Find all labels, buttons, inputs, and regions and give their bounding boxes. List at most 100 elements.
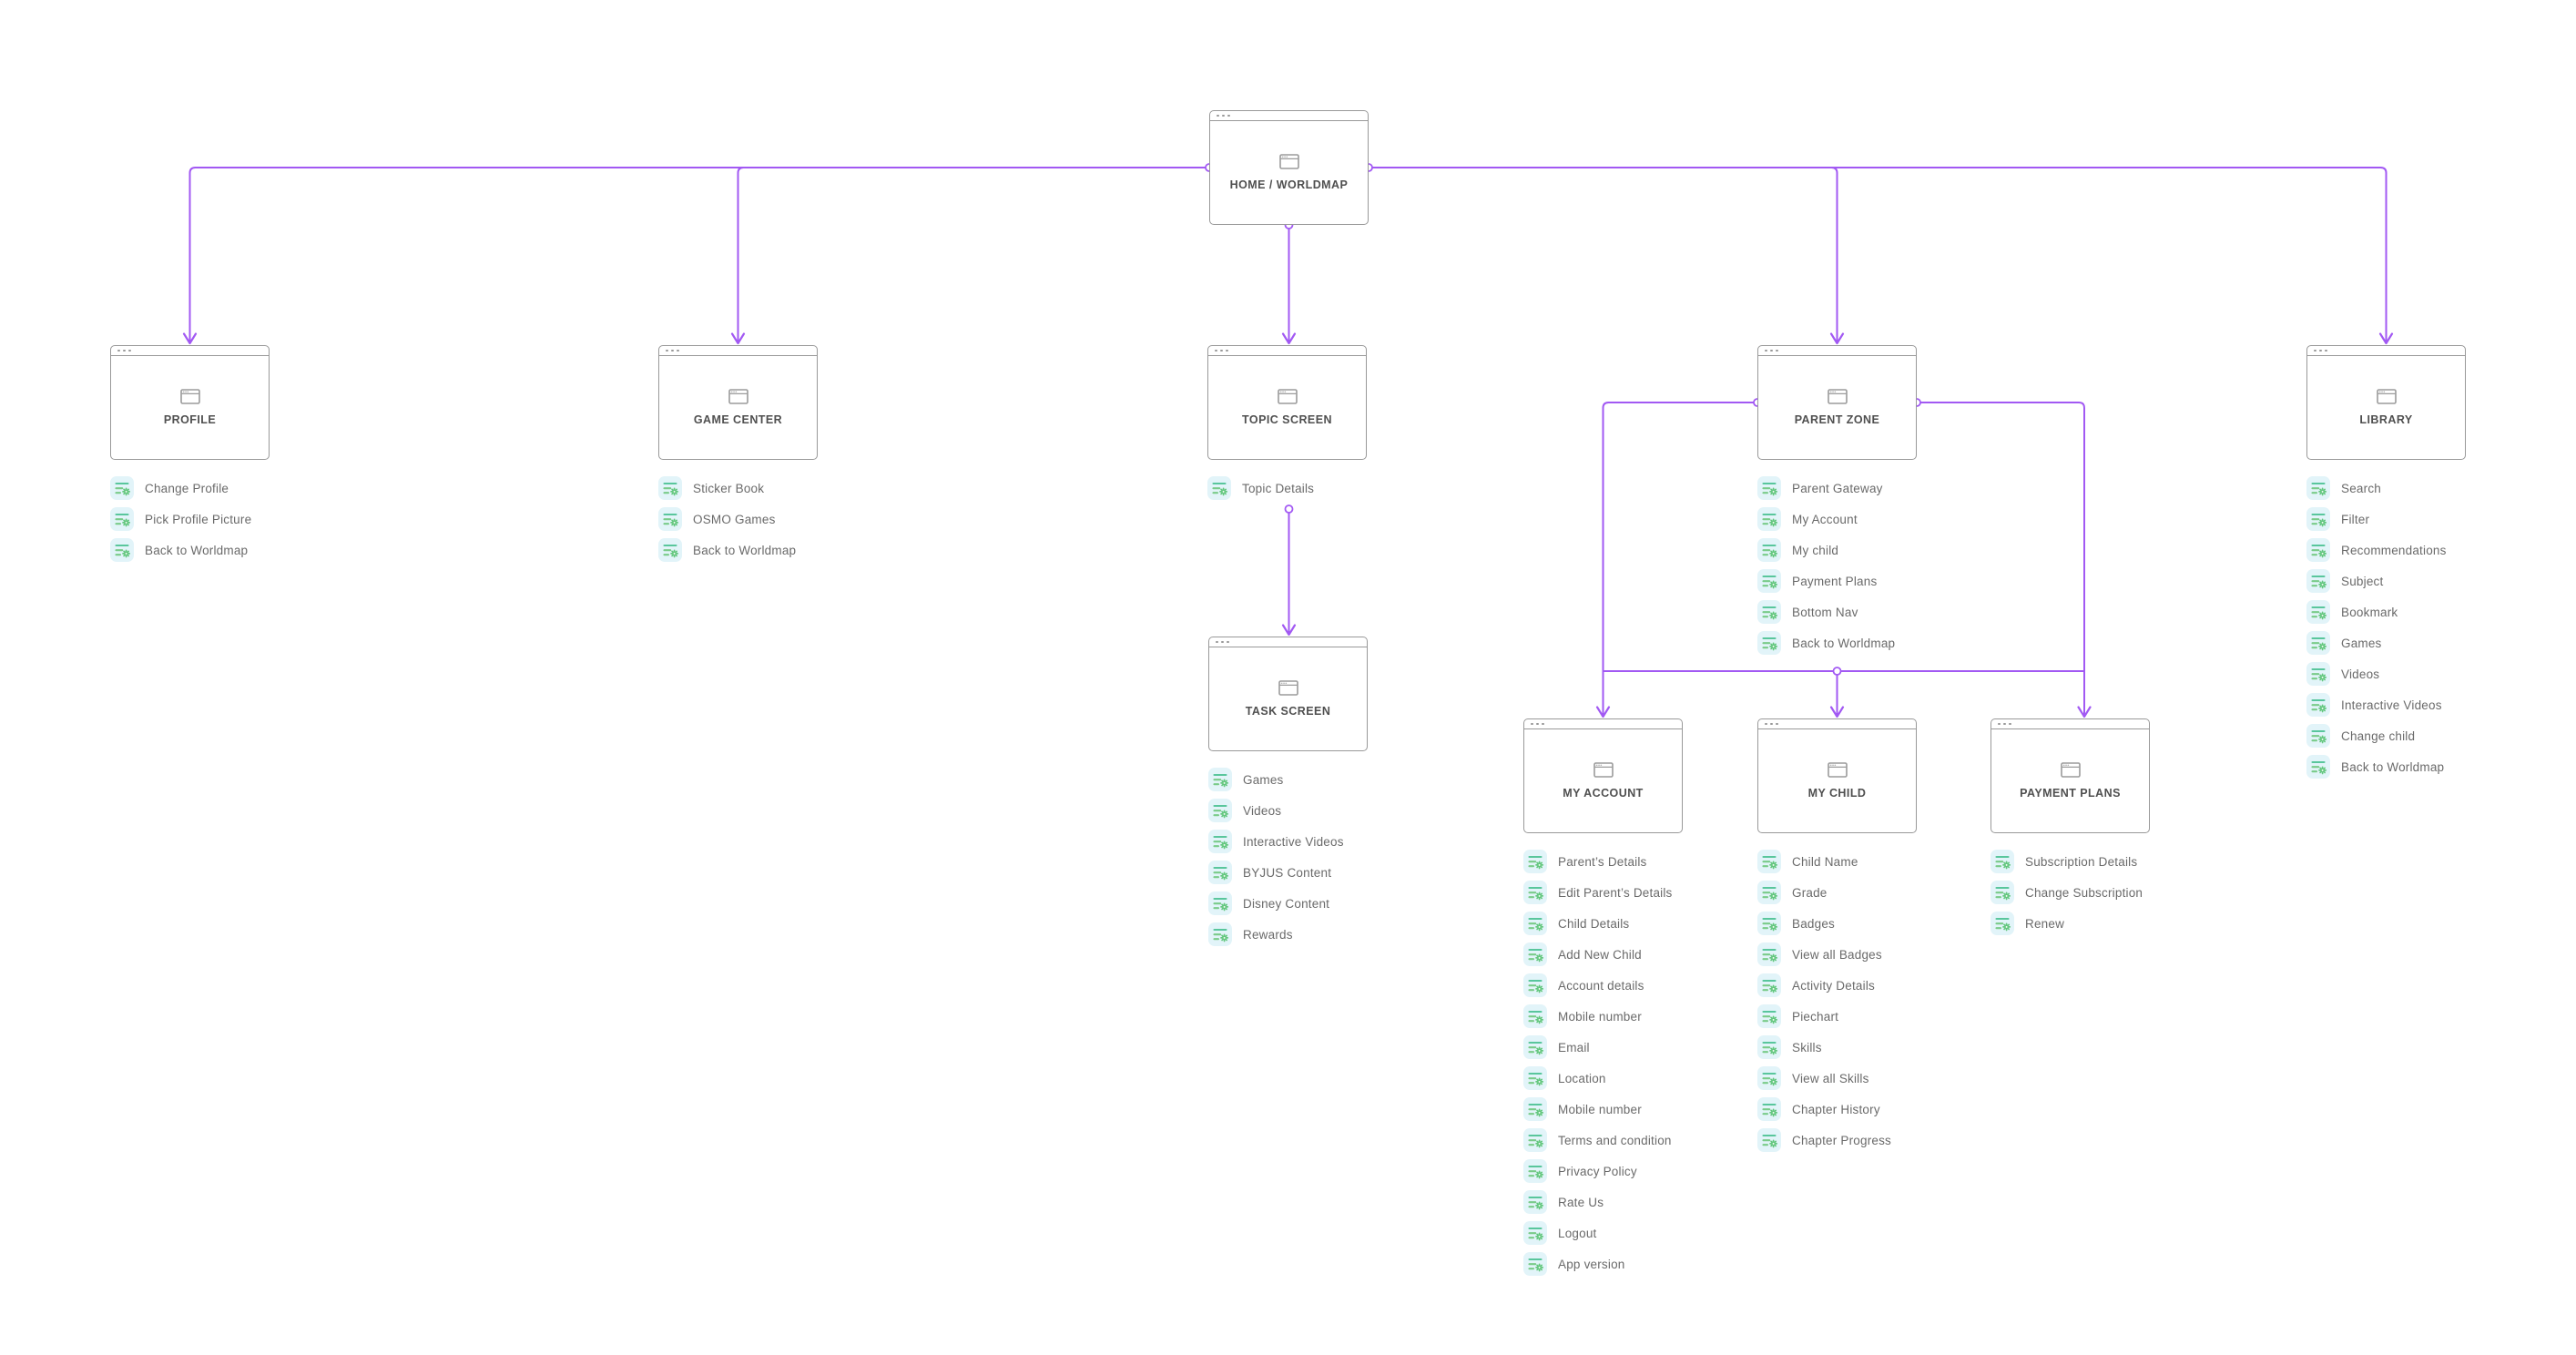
- screen-node-profile[interactable]: PROFILE: [110, 345, 270, 460]
- connector-home-to-profile: [188, 167, 1213, 341]
- screen-node-library[interactable]: LIBRARY: [2306, 345, 2466, 460]
- list-item[interactable]: Terms and condition: [1523, 1128, 1673, 1152]
- browser-window-icon: [2060, 762, 2081, 778]
- list-item[interactable]: Topic Details: [1207, 476, 1314, 500]
- list-item[interactable]: Bookmark: [2306, 600, 2447, 624]
- screen-node-my-account[interactable]: MY ACCOUNT: [1523, 718, 1683, 833]
- list-item[interactable]: OSMO Games: [658, 507, 796, 531]
- list-settings-icon: [1757, 942, 1781, 966]
- list-item[interactable]: Back to Worldmap: [110, 538, 251, 562]
- list-item[interactable]: Renew: [1991, 912, 2143, 935]
- window-dot: [1765, 722, 1767, 726]
- screen-title: HOME / WORLDMAP: [1229, 178, 1349, 191]
- list-item[interactable]: Change Subscription: [1991, 881, 2143, 904]
- list-item-label: Chapter History: [1792, 1102, 1880, 1116]
- window-body: GAME CENTER: [659, 356, 817, 459]
- list-item[interactable]: Piechart: [1757, 1004, 1891, 1028]
- list-item-label: Disney Content: [1243, 896, 1330, 911]
- list-item[interactable]: Change child: [2306, 724, 2447, 748]
- list-item[interactable]: Logout: [1523, 1221, 1673, 1245]
- window-titlebar: [1210, 111, 1368, 121]
- list-item[interactable]: Disney Content: [1208, 891, 1344, 915]
- screen-node-payment-plans[interactable]: PAYMENT PLANS: [1991, 718, 2150, 833]
- list-item[interactable]: Child Details: [1523, 912, 1673, 935]
- screen-list-game-center: Sticker Book OSMO Games Back to Worldmap: [658, 476, 796, 569]
- list-settings-icon: [1523, 1190, 1547, 1214]
- list-item-label: Bookmark: [2341, 605, 2398, 619]
- list-item-label: Mobile number: [1558, 1102, 1642, 1116]
- list-item-label: Rate Us: [1558, 1195, 1604, 1209]
- list-item[interactable]: Filter: [2306, 507, 2447, 531]
- list-item[interactable]: Pick Profile Picture: [110, 507, 251, 531]
- list-item[interactable]: Mobile number: [1523, 1097, 1673, 1121]
- list-item[interactable]: Parent Gateway: [1757, 476, 1895, 500]
- list-item[interactable]: Subject: [2306, 569, 2447, 593]
- list-settings-icon: [1523, 1128, 1547, 1152]
- list-item[interactable]: BYJUS Content: [1208, 861, 1344, 884]
- list-item[interactable]: Account details: [1523, 973, 1673, 997]
- window-dot: [117, 349, 120, 352]
- list-item[interactable]: Location: [1523, 1066, 1673, 1090]
- list-item[interactable]: Recommendations: [2306, 538, 2447, 562]
- list-item[interactable]: Grade: [1757, 881, 1891, 904]
- screen-node-home[interactable]: HOME / WORLDMAP: [1209, 110, 1369, 225]
- list-item[interactable]: Payment Plans: [1757, 569, 1895, 593]
- list-item[interactable]: Subscription Details: [1991, 850, 2143, 873]
- list-item[interactable]: Mobile number: [1523, 1004, 1673, 1028]
- screen-node-parent-zone[interactable]: PARENT ZONE: [1757, 345, 1917, 460]
- list-item[interactable]: App version: [1523, 1252, 1673, 1276]
- list-item[interactable]: Skills: [1757, 1035, 1891, 1059]
- list-item[interactable]: View all Skills: [1757, 1066, 1891, 1090]
- arrowhead: [1595, 706, 1611, 718]
- list-item[interactable]: My child: [1757, 538, 1895, 562]
- list-item[interactable]: Back to Worldmap: [1757, 631, 1895, 655]
- browser-window-icon: [2376, 389, 2397, 404]
- list-settings-icon: [1757, 1128, 1781, 1152]
- list-settings-icon: [1523, 881, 1547, 904]
- list-item[interactable]: Child Name: [1757, 850, 1891, 873]
- list-item[interactable]: Games: [1208, 768, 1344, 791]
- list-item[interactable]: Chapter History: [1757, 1097, 1891, 1121]
- list-settings-icon: [1757, 1004, 1781, 1028]
- list-item[interactable]: Rate Us: [1523, 1190, 1673, 1214]
- screen-node-topic-screen[interactable]: TOPIC SCREEN: [1207, 345, 1367, 460]
- list-settings-icon: [2306, 631, 2330, 655]
- list-item[interactable]: Email: [1523, 1035, 1673, 1059]
- list-settings-icon: [1757, 569, 1781, 593]
- list-item[interactable]: Videos: [1208, 799, 1344, 822]
- list-item-label: View all Badges: [1792, 947, 1882, 962]
- list-item-label: Terms and condition: [1558, 1133, 1672, 1147]
- list-item[interactable]: Privacy Policy: [1523, 1159, 1673, 1183]
- list-item[interactable]: My Account: [1757, 507, 1895, 531]
- list-settings-icon: [1757, 1035, 1781, 1059]
- list-item[interactable]: Change Profile: [110, 476, 251, 500]
- list-item[interactable]: Back to Worldmap: [2306, 755, 2447, 779]
- window-dot: [1776, 722, 1778, 726]
- list-item[interactable]: Search: [2306, 476, 2447, 500]
- list-item[interactable]: Badges: [1757, 912, 1891, 935]
- browser-window-icon: [1278, 680, 1298, 696]
- list-item-label: Grade: [1792, 885, 1828, 900]
- window-body: TOPIC SCREEN: [1208, 356, 1366, 459]
- list-item[interactable]: Chapter Progress: [1757, 1128, 1891, 1152]
- list-item[interactable]: Sticker Book: [658, 476, 796, 500]
- list-item[interactable]: View all Badges: [1757, 942, 1891, 966]
- list-settings-icon: [2306, 507, 2330, 531]
- list-item[interactable]: Rewards: [1208, 922, 1344, 946]
- list-item[interactable]: Back to Worldmap: [658, 538, 796, 562]
- list-item[interactable]: Games: [2306, 631, 2447, 655]
- list-settings-icon: [1757, 912, 1781, 935]
- list-item[interactable]: Add New Child: [1523, 942, 1673, 966]
- list-item[interactable]: Videos: [2306, 662, 2447, 686]
- list-item[interactable]: Bottom Nav: [1757, 600, 1895, 624]
- list-item[interactable]: Activity Details: [1757, 973, 1891, 997]
- screen-node-my-child[interactable]: MY CHILD: [1757, 718, 1917, 833]
- list-item[interactable]: Parent’s Details: [1523, 850, 1673, 873]
- list-item[interactable]: Interactive Videos: [1208, 830, 1344, 853]
- list-settings-icon: [1208, 799, 1232, 822]
- list-item[interactable]: Interactive Videos: [2306, 693, 2447, 717]
- screen-node-task-screen[interactable]: TASK SCREEN: [1208, 637, 1368, 751]
- window-titlebar: [1209, 637, 1367, 647]
- list-item[interactable]: Edit Parent’s Details: [1523, 881, 1673, 904]
- screen-node-game-center[interactable]: GAME CENTER: [658, 345, 818, 460]
